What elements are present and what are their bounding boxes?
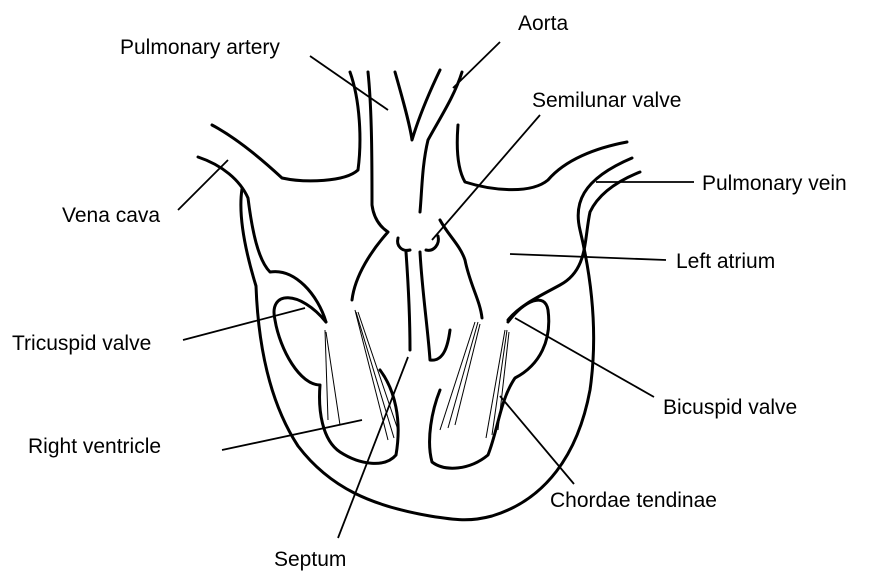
semilunar-valve-right bbox=[426, 236, 438, 250]
leader-aorta bbox=[453, 42, 500, 88]
leader-left-atrium bbox=[510, 254, 666, 260]
label-aorta: Aorta bbox=[518, 12, 569, 35]
left-atrium-inner-wall bbox=[440, 220, 482, 318]
label-septum: Septum bbox=[274, 548, 346, 571]
left-ventricle-chamber bbox=[430, 300, 549, 468]
leader-chordae-tendinae bbox=[500, 396, 574, 484]
aorta-left-wall bbox=[420, 72, 462, 212]
semilunar-valve-left bbox=[398, 238, 410, 250]
septum-upper bbox=[406, 252, 410, 350]
label-right-ventricle: Right ventricle bbox=[28, 435, 161, 458]
leader-bicuspid-valve bbox=[515, 318, 654, 397]
label-tricuspid-valve: Tricuspid valve bbox=[12, 332, 151, 355]
leader-right-ventricle bbox=[222, 420, 362, 450]
leader-vena-cava bbox=[178, 160, 228, 210]
label-pulmonary-vein: Pulmonary vein bbox=[702, 172, 847, 195]
leader-tricuspid-valve bbox=[183, 308, 305, 340]
label-bicuspid-valve: Bicuspid valve bbox=[663, 396, 797, 419]
leader-pulmonary-artery bbox=[310, 56, 388, 110]
label-vena-cava: Vena cava bbox=[62, 204, 160, 227]
label-left-atrium: Left atrium bbox=[676, 250, 775, 273]
leader-semilunar-valve bbox=[432, 115, 540, 240]
vena-cava-outer bbox=[212, 72, 360, 181]
label-semilunar-valve: Semilunar valve bbox=[532, 89, 681, 112]
left-chordae-strands bbox=[440, 322, 509, 438]
septum-left-edge bbox=[420, 252, 450, 360]
label-chordae-tendinae: Chordae tendinae bbox=[550, 489, 717, 512]
label-pulmonary-artery: Pulmonary artery bbox=[120, 36, 280, 59]
pulmonary-vein-lower bbox=[508, 172, 640, 320]
